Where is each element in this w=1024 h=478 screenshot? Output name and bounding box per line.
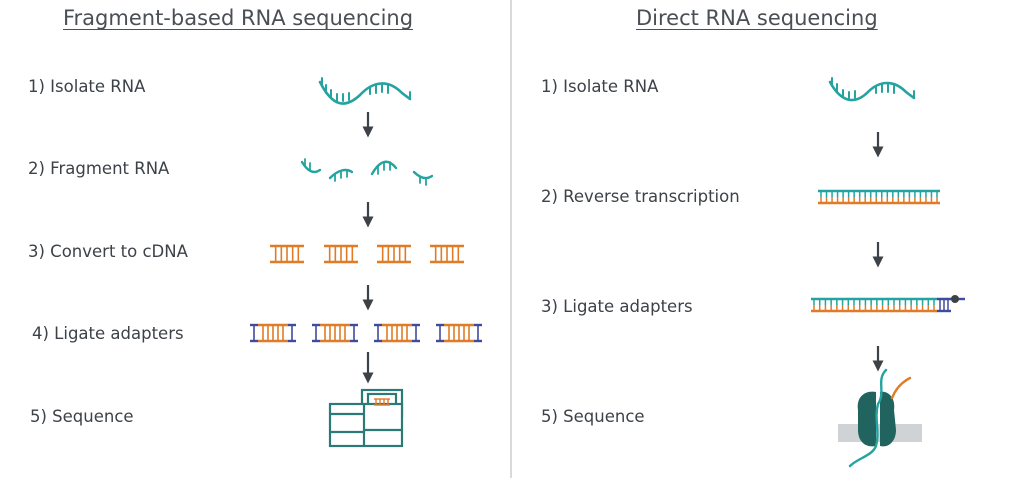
right-step-isolate-rna: 1) Isolate RNA: [541, 77, 659, 96]
fragment-based-title: Fragment-based RNA sequencing: [63, 6, 414, 30]
rna-cdna-duplex-icon: [818, 189, 940, 205]
left-step-sequence: 5) Sequence: [30, 407, 134, 426]
left-cdna-fragments-icon: [270, 244, 464, 264]
left-step-isolate-rna: 1) Isolate RNA: [28, 77, 146, 96]
sequencer-instrument-icon: [328, 388, 404, 448]
panel-divider: [510, 0, 512, 478]
right-step-ligate-adapters: 3) Ligate adapters: [541, 297, 693, 316]
nanopore-sequencing-icon: [838, 368, 922, 468]
right-step-sequence: 5) Sequence: [541, 407, 645, 426]
left-step-ligate-adapters: 4) Ligate adapters: [32, 324, 184, 343]
direct-rna-title: Direct RNA sequencing: [636, 6, 878, 30]
fragment-based-panel: Fragment-based RNA sequencing 1) Isolate…: [0, 0, 510, 478]
left-adapter-fragments-icon: [250, 323, 482, 343]
direct-rna-panel: Direct RNA sequencing 1) Isolate RNA 2) …: [514, 0, 1024, 478]
right-rna-strand-icon: [828, 77, 916, 102]
left-step-fragment-rna: 2) Fragment RNA: [28, 159, 170, 178]
left-step-convert-cdna: 3) Convert to cDNA: [28, 242, 188, 261]
adapter-ligated-duplex-icon: [811, 295, 965, 313]
left-rna-strand-icon: [318, 77, 412, 105]
left-rna-fragments-icon: [300, 158, 434, 186]
right-step-reverse-transcription: 2) Reverse transcription: [541, 187, 740, 206]
